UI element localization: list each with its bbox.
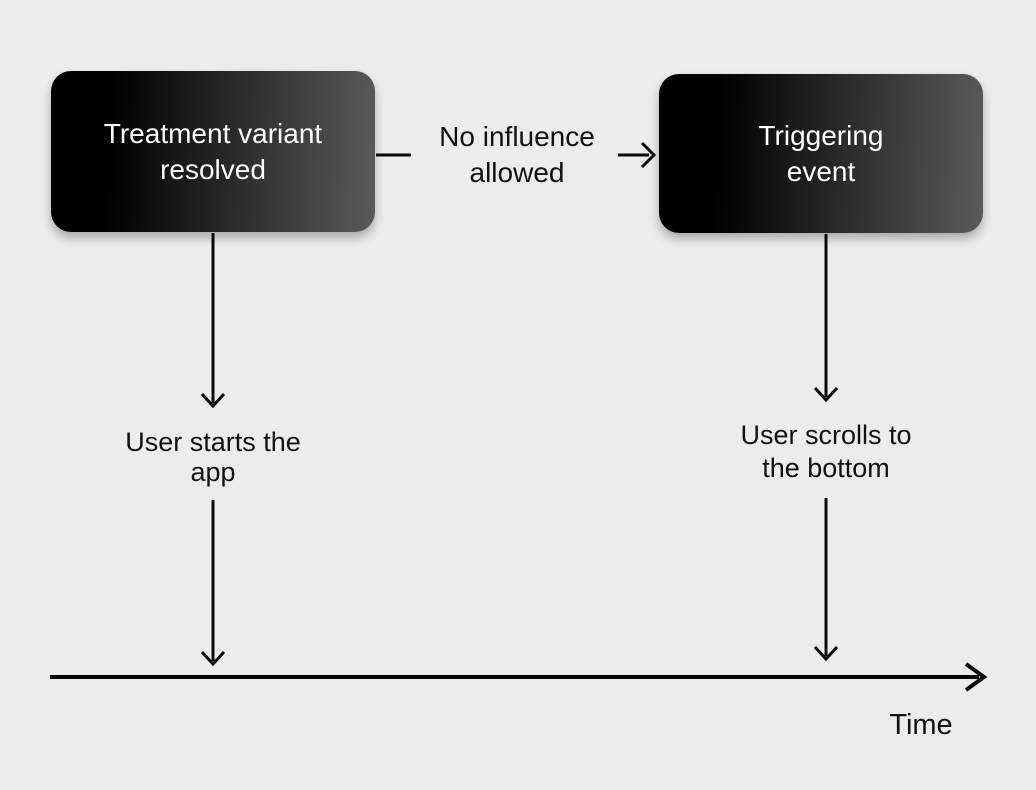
user-starts-label-line1: User starts the — [125, 427, 301, 457]
right-arrow-icon — [618, 141, 657, 169]
user-scrolls-label-line2: the bottom — [762, 453, 890, 483]
triggering-event-label-line2: event — [786, 155, 856, 187]
triggering-event-label-line1: Triggering — [758, 119, 884, 151]
down-arrow-icon-triggering — [813, 234, 839, 403]
time-axis-label: Time — [889, 709, 953, 741]
treatment-variant-node: Treatment variant resolved — [51, 71, 375, 232]
treatment-variant-label-line2: resolved — [160, 153, 266, 185]
user-starts-label: User starts the app — [93, 427, 333, 487]
no-influence-label-line1: No influence — [439, 121, 595, 152]
user-scrolls-label-line1: User scrolls to — [740, 420, 912, 450]
triggering-event-node: Triggering event — [659, 74, 983, 233]
user-starts-label-line2: app — [190, 457, 236, 487]
no-influence-label: No influence allowed — [402, 119, 632, 191]
down-arrow-icon-user-starts — [200, 500, 226, 667]
down-arrow-icon-user-scrolls — [813, 498, 839, 662]
down-arrow-icon-treatment — [200, 233, 226, 409]
user-scrolls-label: User scrolls to the bottom — [706, 419, 946, 485]
timeline-axis-arrow — [50, 662, 988, 692]
no-influence-label-line2: allowed — [469, 157, 565, 188]
treatment-variant-label-line1: Treatment variant — [103, 117, 323, 149]
